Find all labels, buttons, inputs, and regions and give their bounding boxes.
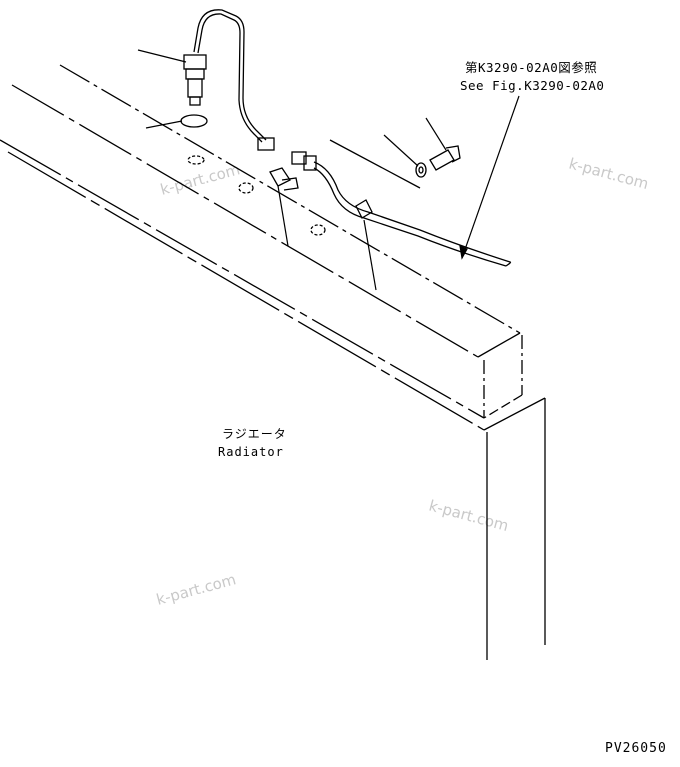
- watermark-middle: k-part.com: [427, 496, 511, 535]
- reference-label-en: See Fig.K3290-02A0: [460, 78, 604, 93]
- radiator-label-en: Radiator: [218, 445, 284, 459]
- radiator-beam: [0, 64, 523, 431]
- sensor-assembly: [180, 9, 326, 236]
- watermark-top-right: k-part.com: [567, 154, 651, 193]
- reference-label-jp: 第K3290-02A0図参照: [465, 60, 597, 75]
- figure-code: PV26050: [605, 741, 667, 756]
- radiator-core: [483, 397, 546, 660]
- radiator-label-jp: ラジエータ: [222, 427, 287, 441]
- leader-lines: [137, 49, 520, 291]
- wire-harness: [269, 139, 512, 267]
- bolt-and-washer: [415, 145, 461, 178]
- watermark-top-left: k-part.com: [158, 160, 242, 199]
- watermark-bottom-left: k-part.com: [154, 570, 238, 609]
